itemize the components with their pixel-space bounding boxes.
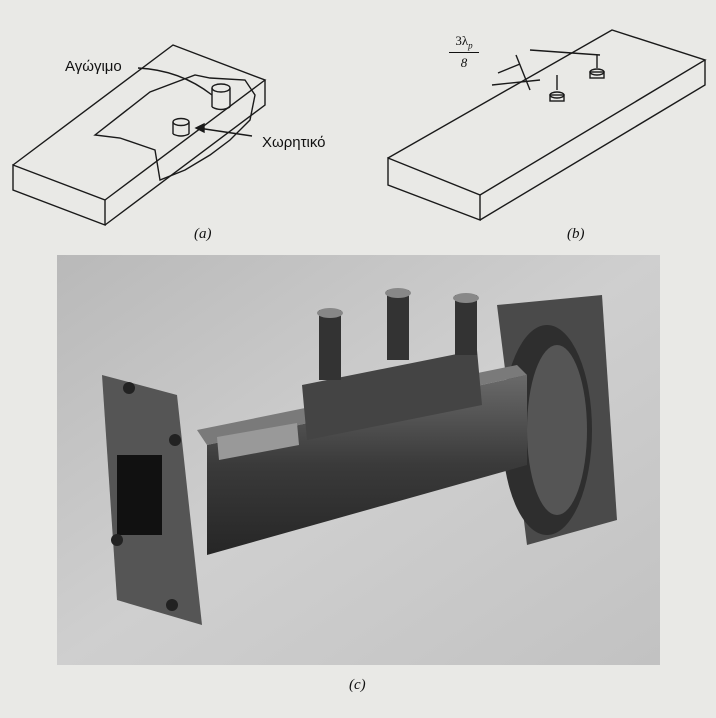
caption-c: (c) [349,677,366,693]
caption-a: (a) [194,226,212,242]
panel-a-waveguide-drawing [12,44,267,227]
spacing-denominator: 8 [460,54,468,70]
caption-b: (b) [567,226,585,242]
label-conductive: Αγώγιμο [65,58,122,75]
spacing-fraction: 3λp 8 [449,33,479,71]
spacing-numerator: 3λp [449,33,479,53]
panel-c-photograph [57,255,660,665]
panel-b-waveguide-drawing [387,29,707,222]
spacing-subscript: p [468,40,473,51]
label-capacitive: Χωρητικό [262,134,326,151]
spacing-numerator-text: 3λ [455,33,469,48]
